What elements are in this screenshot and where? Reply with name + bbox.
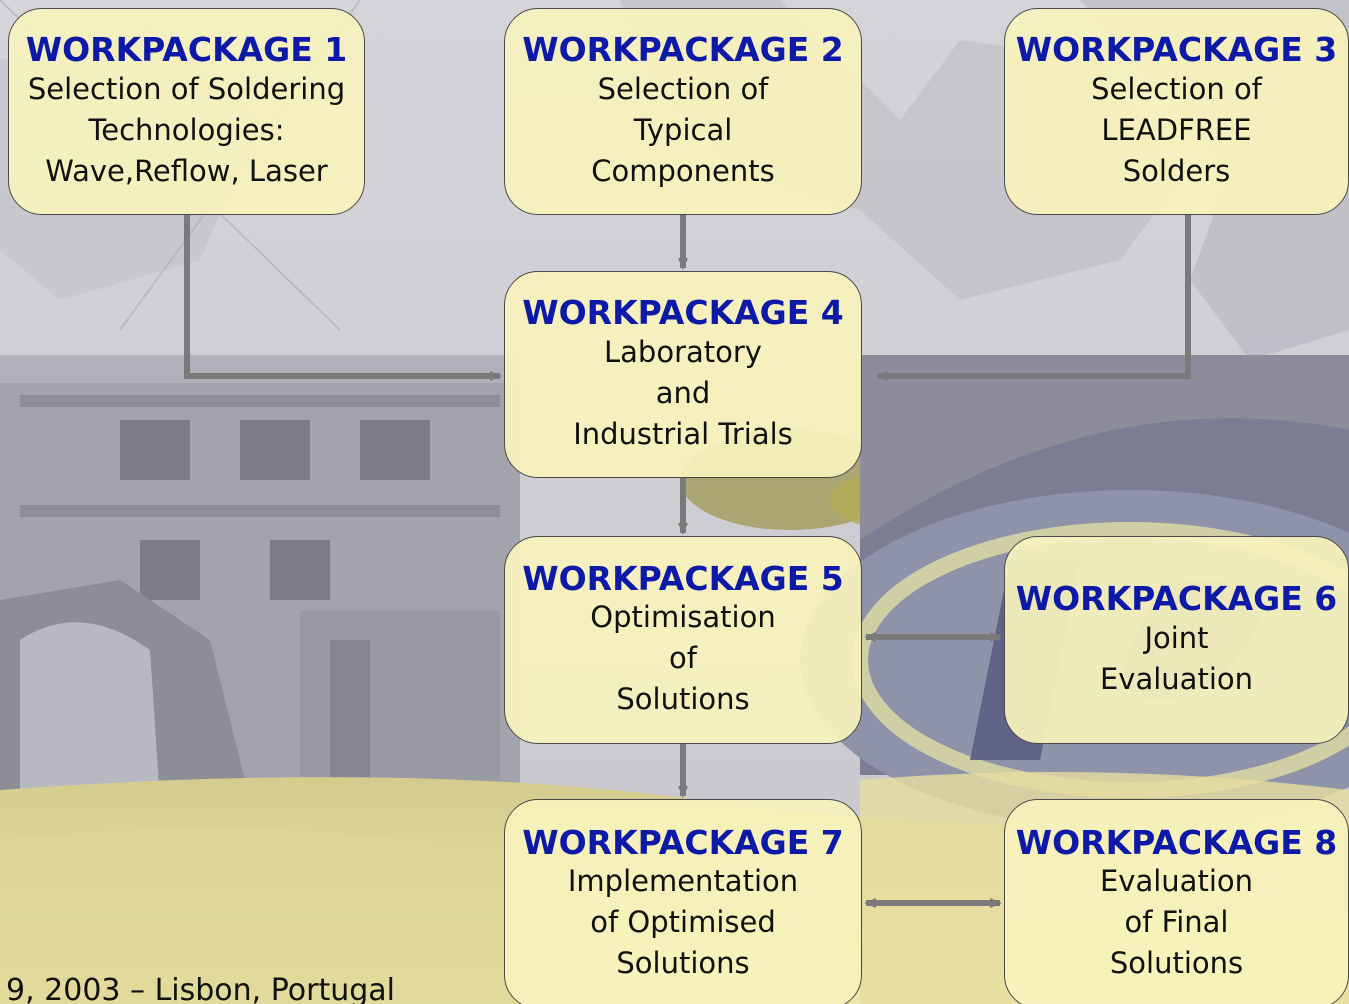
workpackage-1-description: Selection of Soldering Technologies: Wav… xyxy=(27,71,346,188)
workpackage-2-description: Selection of Typical Components xyxy=(591,71,775,188)
workpackage-7-box: WORKPACKAGE 7 Implementation of Optimise… xyxy=(504,799,862,1004)
workpackage-5-box: WORKPACKAGE 5 Optimisation of Solutions xyxy=(504,536,862,744)
workpackage-1-box: WORKPACKAGE 1 Selection of Soldering Tec… xyxy=(8,8,365,215)
arrow-wp3-to-wp4 xyxy=(876,215,1191,381)
workpackage-6-title: WORKPACKAGE 6 xyxy=(1015,579,1338,619)
workpackage-6-box: WORKPACKAGE 6 Joint Evaluation xyxy=(1004,536,1349,744)
workpackage-4-title: WORKPACKAGE 4 xyxy=(522,293,844,333)
workpackage-7-title: WORKPACKAGE 7 xyxy=(522,822,844,862)
workpackage-8-box: WORKPACKAGE 8 Evaluation of Final Soluti… xyxy=(1004,799,1349,1004)
workpackage-4-box: WORKPACKAGE 4 Laboratory and Industrial … xyxy=(504,271,862,478)
workpackage-8-description: Evaluation of Final Solutions xyxy=(1099,864,1253,981)
footer-location-text: 9, 2003 – Lisbon, Portugal xyxy=(6,973,395,1004)
workpackage-3-title: WORKPACKAGE 3 xyxy=(1015,30,1338,70)
workpackage-2-box: WORKPACKAGE 2 Selection of Typical Compo… xyxy=(504,8,862,215)
workpackage-3-description: Selection of LEADFREE Solders xyxy=(1091,71,1262,188)
workpackage-2-title: WORKPACKAGE 2 xyxy=(522,30,844,70)
workpackage-6-description: Joint Evaluation xyxy=(1099,620,1253,696)
workpackage-7-description: Implementation of Optimised Solutions xyxy=(567,864,799,981)
workpackage-5-title: WORKPACKAGE 5 xyxy=(522,558,844,598)
arrow-wp1-to-wp4 xyxy=(184,215,502,381)
workpackage-5-description: Optimisation of Solutions xyxy=(590,600,776,717)
workpackage-3-box: WORKPACKAGE 3 Selection of LEADFREE Sold… xyxy=(1004,8,1349,215)
workpackage-1-title: WORKPACKAGE 1 xyxy=(25,30,348,70)
workpackage-4-description: Laboratory and Industrial Trials xyxy=(573,334,793,451)
workpackage-8-title: WORKPACKAGE 8 xyxy=(1015,822,1338,862)
